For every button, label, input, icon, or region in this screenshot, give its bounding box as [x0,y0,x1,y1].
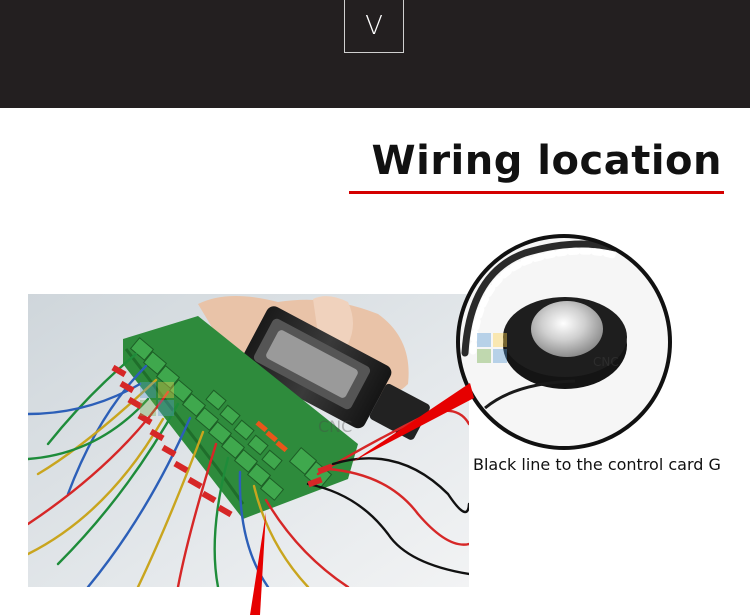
terminal-board [123,316,358,519]
photo-watermark-text: CNC [318,417,352,436]
title-underline [349,191,724,194]
sensor-closeup: CNC [456,234,672,450]
photo-watermark: CNC [140,382,352,436]
section-badge: V [344,0,404,53]
section-title: Wiring location [371,138,722,184]
caption-black-line: Black line to the control card G [473,455,721,474]
inset-watermark-text: CNC [593,355,619,369]
inset-watermark: CNC [477,333,619,369]
top-banner: V [0,0,750,108]
wiring-photo: CNC [28,294,469,587]
